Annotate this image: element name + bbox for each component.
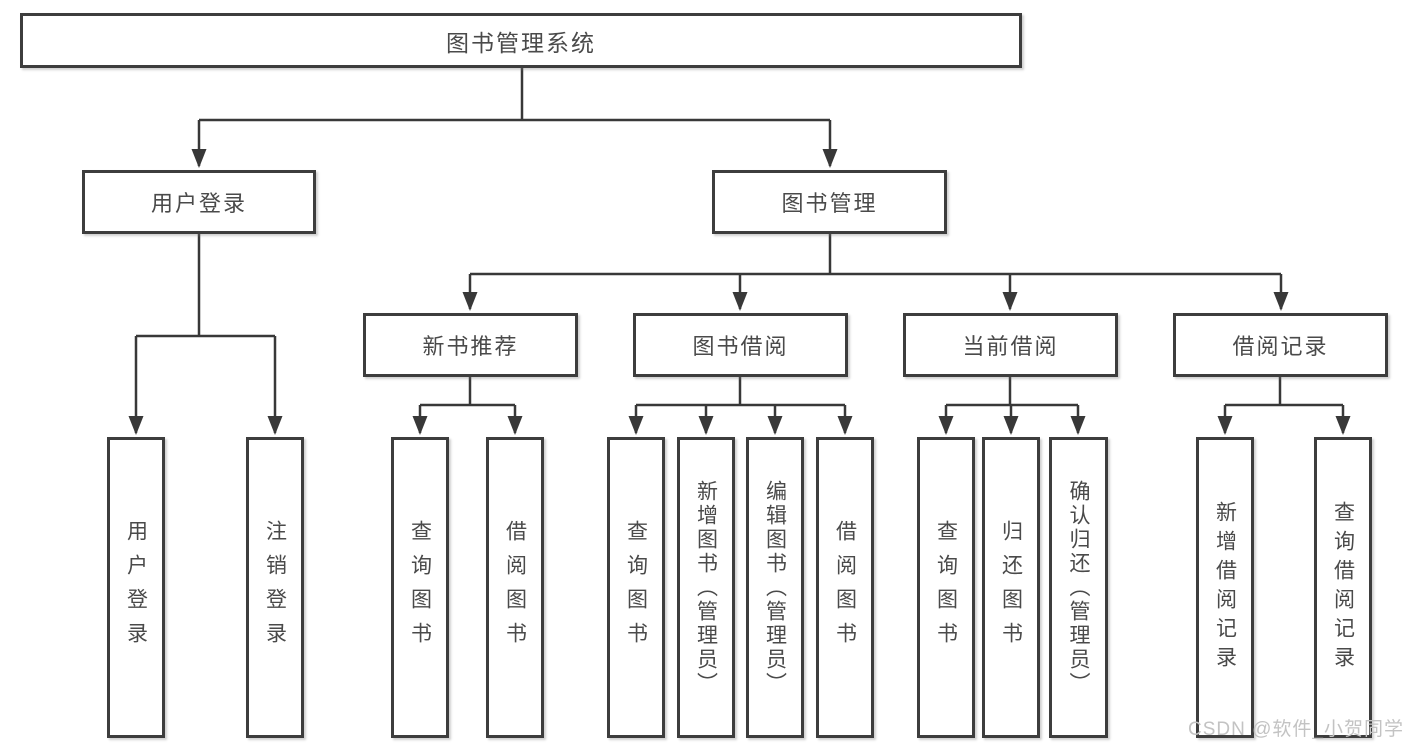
leaf-add-books-admin: 新增图书（管理员） (677, 437, 735, 738)
node-label: 查询借阅记录 (1331, 500, 1355, 675)
node-label: 新增图书（管理员） (694, 479, 718, 696)
leaf-query-books-3: 查询图书 (917, 437, 975, 738)
leaf-query-books-2: 查询图书 (607, 437, 665, 738)
node-label: 编辑图书（管理员） (763, 479, 787, 696)
node-label: 新书推荐 (422, 334, 519, 359)
leaf-borrow-books-1: 借阅图书 (486, 437, 544, 738)
node-label: 借阅图书 (503, 519, 527, 656)
node-label: 借阅图书 (833, 519, 857, 656)
node-label: 查询图书 (934, 519, 958, 656)
leaf-query-books-1: 查询图书 (391, 437, 449, 738)
leaf-logout: 注销登录 (246, 437, 304, 738)
leaf-add-borrow-record: 新增借阅记录 (1196, 437, 1254, 738)
leaf-query-borrow-record: 查询借阅记录 (1314, 437, 1372, 738)
node-label: 确认归还（管理员） (1067, 479, 1090, 696)
leaf-user-login: 用户登录 (107, 437, 165, 738)
node-label: 查询图书 (624, 519, 648, 656)
leaf-return-books: 归还图书 (982, 437, 1040, 738)
node-label: 查询图书 (408, 519, 432, 656)
node-label: 归还图书 (999, 519, 1023, 656)
leaf-confirm-return-admin: 确认归还（管理员） (1049, 437, 1108, 738)
node-label: 当前借阅 (962, 334, 1059, 359)
node-user-login: 用户登录 (82, 170, 316, 234)
node-book-borrowing: 图书借阅 (633, 313, 848, 377)
node-label: 图书管理系统 (446, 29, 596, 56)
leaf-edit-books-admin: 编辑图书（管理员） (746, 437, 804, 738)
arrowheads (128, 149, 1351, 435)
node-label: 图书管理 (781, 191, 878, 216)
node-library-management-system: 图书管理系统 (20, 13, 1022, 68)
node-label: 注销登录 (263, 519, 287, 656)
leaf-borrow-books-2: 借阅图书 (816, 437, 874, 738)
node-label: 用户登录 (124, 519, 148, 656)
csdn-watermark: CSDN @软件_小贺同学 (1188, 719, 1404, 740)
node-label: 用户登录 (150, 191, 247, 216)
node-book-management: 图书管理 (712, 170, 947, 234)
node-new-book-recommendation: 新书推荐 (363, 313, 578, 377)
node-label: 新增借阅记录 (1213, 500, 1237, 675)
node-borrowing-records: 借阅记录 (1173, 313, 1388, 377)
node-current-borrowing: 当前借阅 (903, 313, 1118, 377)
node-label: 借阅记录 (1232, 334, 1329, 359)
node-label: 图书借阅 (692, 334, 789, 359)
